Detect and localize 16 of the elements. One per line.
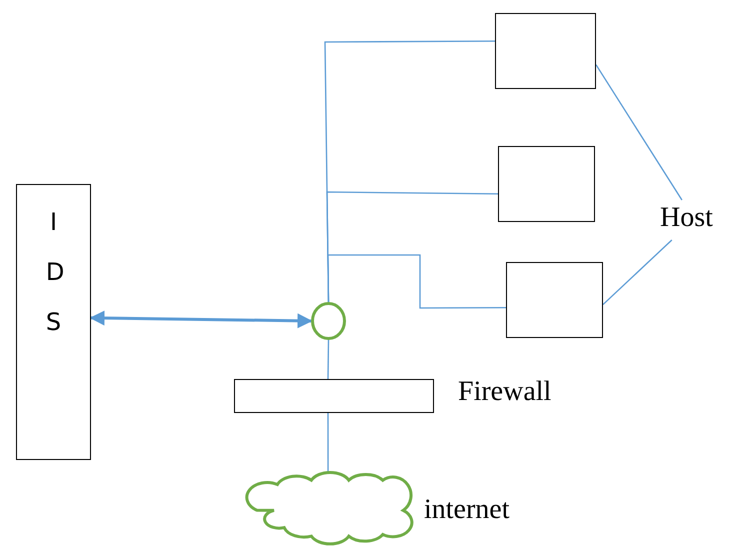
host-box bbox=[495, 13, 596, 89]
connector-line bbox=[327, 413, 329, 474]
ids-box bbox=[16, 184, 91, 460]
firewall-label: Firewall bbox=[458, 376, 552, 408]
leader-line bbox=[595, 64, 682, 200]
tap-circle bbox=[311, 302, 346, 340]
connector-line bbox=[327, 340, 330, 379]
ids-label: I D S bbox=[46, 207, 62, 338]
firewall-bar bbox=[234, 379, 434, 413]
host-box bbox=[498, 146, 595, 222]
double-arrow bbox=[90, 310, 312, 328]
host-label: Host bbox=[660, 202, 713, 234]
host-box bbox=[506, 262, 603, 338]
connector-line bbox=[327, 254, 506, 309]
internet-label: internet bbox=[424, 494, 510, 526]
leader-line bbox=[602, 240, 672, 306]
